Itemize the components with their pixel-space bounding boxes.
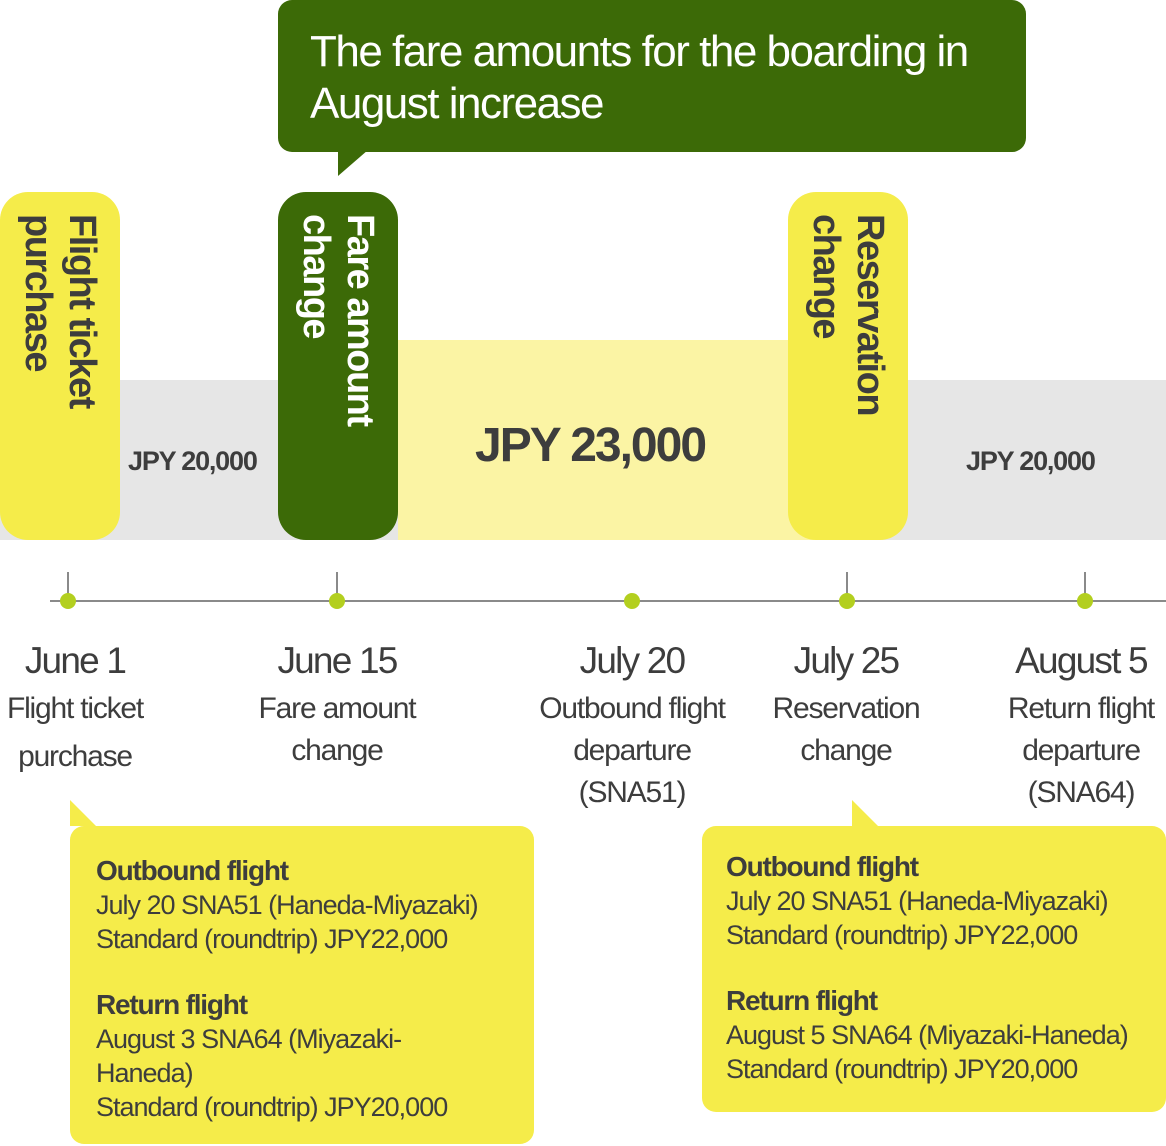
return-flight-line: Haneda) [96,1058,194,1088]
fare-after-label: JPY 20,000 [966,446,1096,476]
event-desc-line: Flight ticket [6,692,144,725]
event-desc-line: Outbound flight [539,692,726,725]
timeline-axis [50,600,1166,602]
pill-flight-ticket-purchase: Flight ticket purchase [0,192,120,540]
event-july-25: July 25 Reservation change [756,640,936,772]
event-desc-line: departure [573,734,692,767]
event-july-20: July 20 Outbound flight departure (SNA51… [522,640,742,814]
pill-label-line-1: Fare amount [339,214,381,426]
outbound-heading: Outbound flight [726,851,919,882]
outbound-fare-line: Standard (roundtrip) JPY22,000 [726,920,1078,950]
pill-label-line-2: change [295,214,337,339]
event-desc-line: Fare amount [258,692,417,725]
changed-booking-box: Outbound flight July 20 SNA51 (Haneda-Mi… [702,826,1166,1112]
callout-text-line-1: The fare amounts for the boarding in [310,27,969,76]
event-desc-line: change [800,734,892,767]
fare-band-increased [398,340,818,540]
timeline-tick [336,572,338,594]
pill-label-flight-ticket-purchase: Flight ticket purchase [16,214,104,530]
pill-label-fare-amount-change: Fare amount change [294,214,382,530]
timeline-dot-july-20 [624,593,640,609]
timeline-tick [1084,572,1086,594]
fare-before-label: JPY 20,000 [128,446,258,476]
event-desc-line: Reservation [772,692,921,725]
changed-booking-box-pointer [852,800,878,826]
timeline-dot-june-1 [60,593,76,609]
event-june-1: June 1 Flight ticket purchase [0,640,160,778]
pill-reservation-change: Reservation change [788,192,908,540]
event-desc-line: Return flight [1007,692,1155,725]
booking-box-pointer [70,800,96,826]
original-booking-box: Outbound flight July 20 SNA51 (Haneda-Mi… [70,826,534,1144]
event-august-5: August 5 Return flight departure (SNA64) [996,640,1166,814]
pill-fare-amount-change: Fare amount change [278,192,398,540]
event-desc-line: (SNA64) [1027,776,1136,809]
pill-label-line-2: change [805,214,847,339]
return-heading: Return flight [726,985,878,1016]
event-june-15: June 15 Fare amount change [242,640,432,772]
pill-label-reservation-change: Reservation change [804,214,892,530]
pill-label-line-1: Flight ticket [61,214,103,408]
timeline-dot-july-25 [839,593,855,609]
event-desc-line: departure [1022,734,1141,767]
event-desc-line: change [291,734,383,767]
timeline-tick [67,572,69,594]
outbound-fare-line: Standard (roundtrip) JPY22,000 [96,924,448,954]
spacer [96,956,534,988]
callout-text-line-2: August increase [310,79,605,128]
event-date: June 1 [24,640,127,681]
event-date: July 25 [793,640,900,681]
event-date: August 5 [1015,640,1148,681]
timeline-dot-june-15 [329,593,345,609]
timeline-tick [846,572,848,594]
return-fare-line: Standard (roundtrip) JPY20,000 [96,1092,448,1122]
timeline-dot-august-5 [1077,593,1093,609]
return-fare-line: Standard (roundtrip) JPY20,000 [726,1054,1078,1084]
outbound-heading: Outbound flight [96,855,289,886]
pill-label-line-1: Reservation [849,214,891,416]
return-heading: Return flight [96,989,248,1020]
outbound-flight-line: July 20 SNA51 (Haneda-Miyazaki) [96,890,479,920]
event-desc-line: (SNA51) [578,776,687,809]
fare-increased-label: JPY 23,000 [475,419,707,472]
event-desc-line: purchase [18,740,133,773]
event-date: July 20 [579,640,686,681]
spacer [726,952,1166,984]
pill-label-line-2: purchase [17,214,59,371]
outbound-flight-line: July 20 SNA51 (Haneda-Miyazaki) [726,886,1109,916]
return-flight-line: August 5 SNA64 (Miyazaki-Haneda) [726,1020,1129,1050]
return-flight-line: August 3 SNA64 (Miyazaki- [96,1024,402,1054]
event-date: June 15 [277,640,398,681]
callout-pointer [338,150,368,176]
fare-increase-callout: The fare amounts for the boarding in Aug… [278,0,1026,152]
